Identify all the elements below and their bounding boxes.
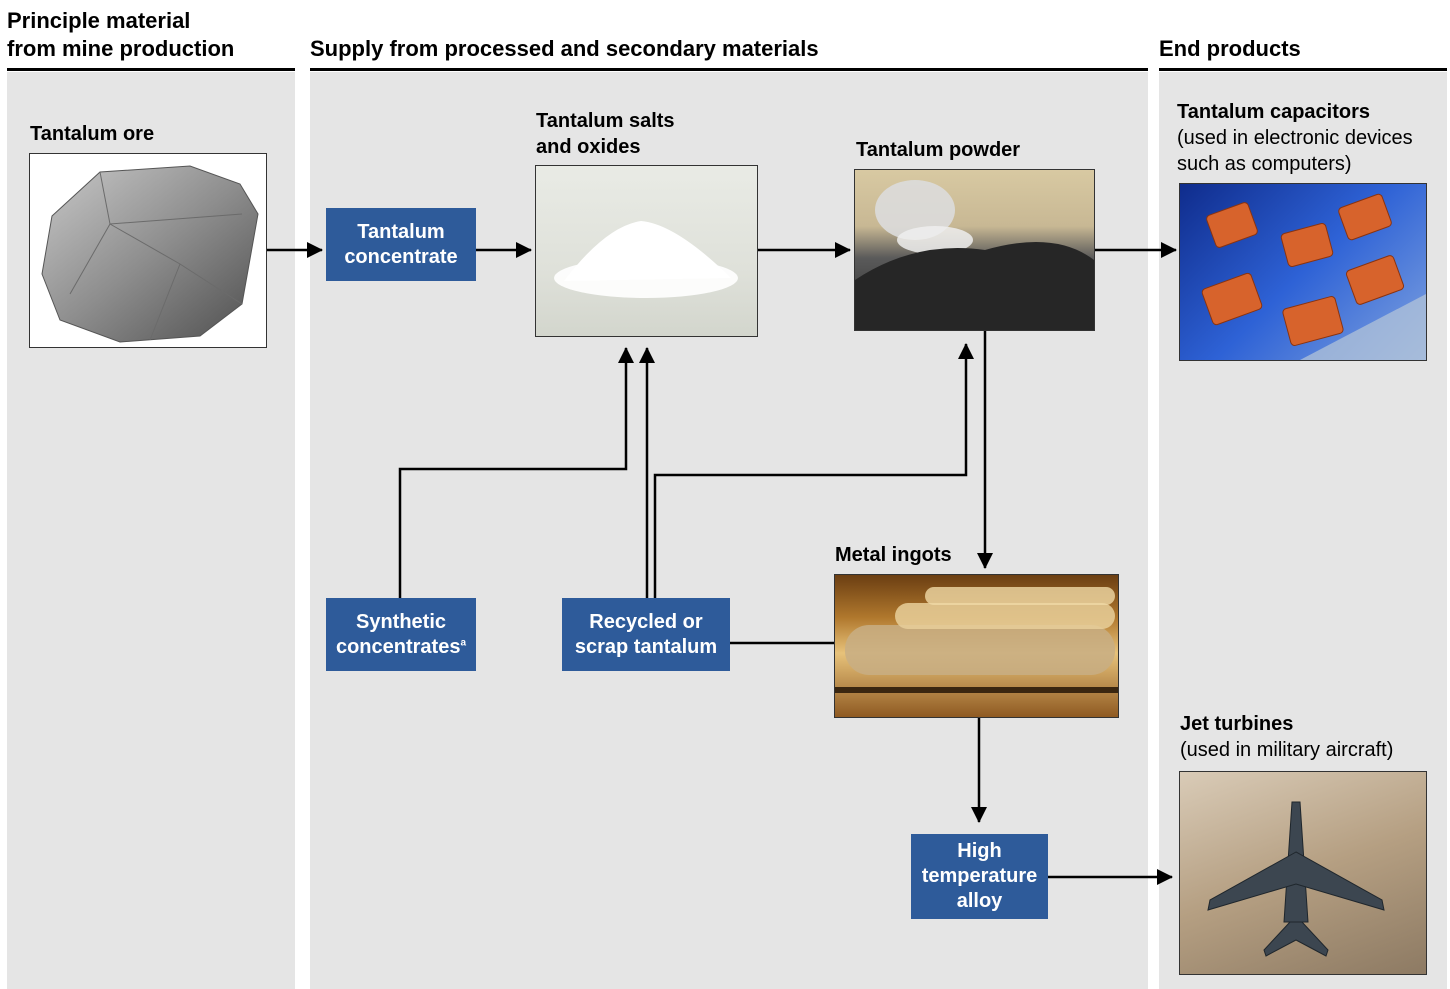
powder-jar-icon bbox=[855, 180, 1094, 330]
synthetic-concentrates-text: Synthetic concentrates bbox=[335, 610, 461, 658]
supply-column-rule bbox=[310, 68, 1148, 71]
arrow-recycled-to-powder bbox=[653, 343, 974, 598]
jet-turbines-photo bbox=[1179, 771, 1427, 975]
high-temperature-alloy-box: High temperature alloy bbox=[911, 834, 1048, 919]
ore-label: Tantalum ore bbox=[30, 123, 155, 145]
synthetic-footnote-marker: a bbox=[460, 636, 467, 648]
ingots-label: Metal ingots bbox=[835, 544, 952, 566]
tantalum-ore-photo bbox=[29, 153, 267, 348]
metal-ingots-photo bbox=[834, 574, 1119, 718]
synthetic-concentrates-label: Synthetic concentratesa bbox=[336, 610, 466, 660]
synthetic-concentrates-box: Synthetic concentratesa bbox=[326, 598, 476, 671]
tantalum-salts-photo bbox=[535, 165, 758, 337]
ore-rock-icon bbox=[41, 165, 259, 343]
end-column-rule bbox=[1159, 68, 1447, 71]
recycled-scrap-box: Recycled or scrap tantalum bbox=[562, 598, 730, 671]
tantalum-powder-photo bbox=[854, 169, 1095, 331]
jet-aircraft-icon bbox=[1207, 801, 1385, 957]
capacitors-label: Tantalum capacitors (used in electronic … bbox=[1177, 99, 1413, 177]
capacitors-sublabel: (used in electronic devices such as comp… bbox=[1177, 127, 1413, 175]
capacitors-title: Tantalum capacitors bbox=[1177, 101, 1371, 123]
mine-column-rule bbox=[7, 68, 295, 71]
salt-pile-icon bbox=[554, 221, 738, 298]
end-column-heading: End products bbox=[1159, 36, 1301, 61]
turbines-sublabel: (used in military aircraft) bbox=[1180, 739, 1394, 761]
salts-label: Tantalum salts and oxides bbox=[536, 110, 675, 158]
turbines-label: Jet turbines (used in military aircraft) bbox=[1180, 711, 1393, 763]
capacitor-chips-icon bbox=[1201, 193, 1426, 360]
mine-column-heading: Principle material from mine production bbox=[7, 8, 235, 61]
supply-column-heading: Supply from processed and secondary mate… bbox=[310, 36, 819, 61]
turbines-title: Jet turbines bbox=[1180, 713, 1294, 735]
tantalum-capacitors-photo bbox=[1179, 183, 1427, 361]
ingot-bars-icon bbox=[835, 587, 1118, 693]
arrow-synthetic-to-salts bbox=[398, 347, 634, 598]
tantalum-concentrate-box: Tantalum concentrate bbox=[326, 208, 476, 281]
powder-label: Tantalum powder bbox=[856, 139, 1021, 161]
